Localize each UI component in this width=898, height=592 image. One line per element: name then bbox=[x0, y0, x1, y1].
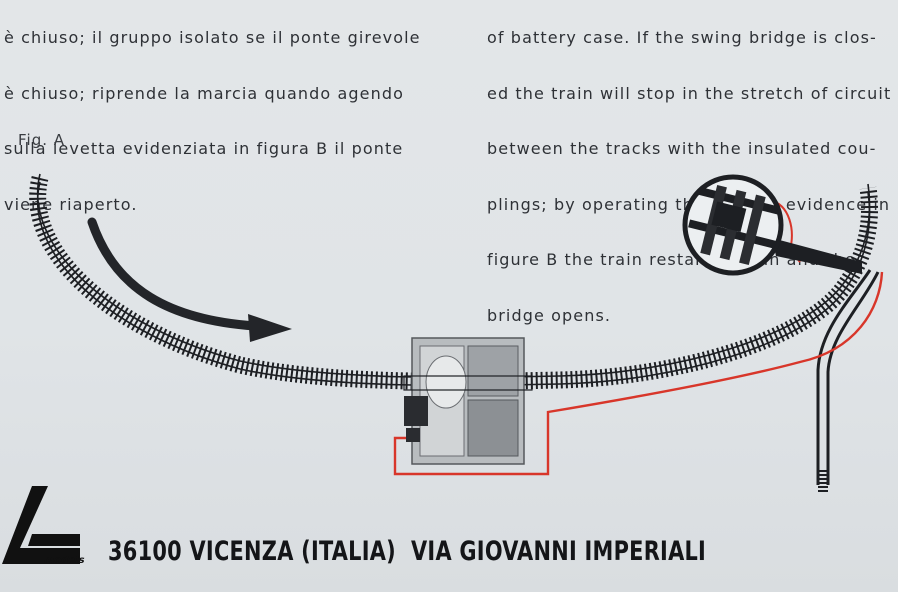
swing-bridge bbox=[403, 337, 533, 465]
red-wire bbox=[393, 271, 884, 476]
company-address: 36100 VICENZA (ITALIA) VIA GIOVANNI IMPE… bbox=[108, 536, 707, 567]
english-text-line: bridge opens. bbox=[487, 305, 612, 325]
direction-arrow bbox=[87, 217, 260, 331]
logo-subtitle: models bbox=[44, 555, 85, 566]
direction-arrowhead bbox=[248, 314, 292, 342]
lima-logo-icon bbox=[2, 486, 80, 564]
english-text-line: ed the train will stop in the stretch of… bbox=[487, 83, 892, 103]
feeder-track-right-rail bbox=[826, 271, 880, 485]
feeder-track-left-rail bbox=[816, 269, 872, 485]
italian-text-column: è chiuso; il gruppo isolato se il ponte … bbox=[4, 0, 421, 251]
italian-text-line: è chiuso; il gruppo isolato se il ponte … bbox=[4, 28, 421, 47]
italian-text-line: è chiuso; riprende la marcia quando agen… bbox=[4, 83, 404, 103]
english-text-line: of battery case. If the swing bridge is … bbox=[487, 28, 877, 47]
insulated-coupling-detail bbox=[682, 174, 784, 276]
figure-label: Fig. A bbox=[18, 131, 66, 149]
italian-text-line: sulla levetta evidenziata in figura B il… bbox=[4, 139, 404, 158]
english-text-line: between the tracks with the insulated co… bbox=[487, 139, 877, 158]
inset-pointer bbox=[772, 238, 862, 274]
